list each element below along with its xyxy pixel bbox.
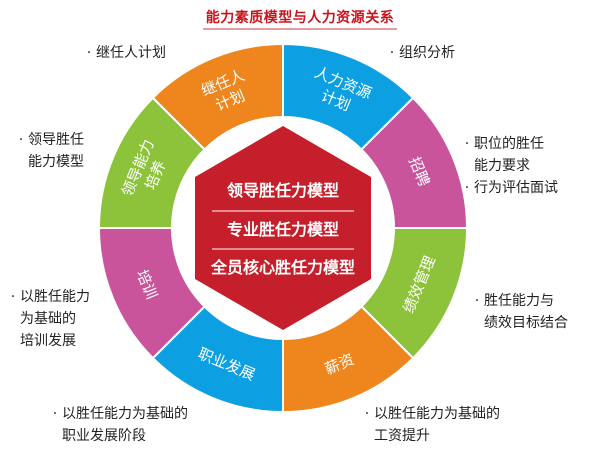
ring-segment-leadership [97,96,206,229]
ring-segments [97,42,469,414]
bullet-icon: · [389,45,395,61]
bullet-icon: · [18,132,24,148]
note-leadership: ·领导胜任 能力模型 [14,129,84,173]
note-training: ·以胜任能力 为基础的 培训发展 [6,286,90,352]
note-recruitment: ·职位的胜任 能力要求 ·行为评估面试 [460,133,558,199]
diagram-title: 能力素质模型与人力资源关系 [205,10,395,26]
bullet-icon: · [10,289,16,305]
note-hr-planning: ·组织分析 [385,42,455,64]
bullet-icon: · [474,293,480,309]
center-item-professional: 专业胜任力模型 [227,220,339,239]
bullet-icon: · [464,180,470,196]
title-underline [203,28,397,30]
center-item-core: 全员核心胜任力模型 [210,258,355,277]
note-performance: ·胜任能力与 绩效目标结合 [470,290,568,334]
note-compensation: ·以胜任能力为基础的 工资提升 [360,403,500,447]
note-succession: ·继任人计划 [82,42,166,64]
bullet-icon: · [52,406,58,422]
bullet-icon: · [464,136,470,152]
note-career: ·以胜任能力为基础的 职业发展阶段 [48,403,188,447]
center-hexagon [195,126,371,330]
center-item-leadership: 领导胜任力模型 [227,181,339,200]
bullet-icon: · [364,406,370,422]
bullet-icon: · [86,45,92,61]
